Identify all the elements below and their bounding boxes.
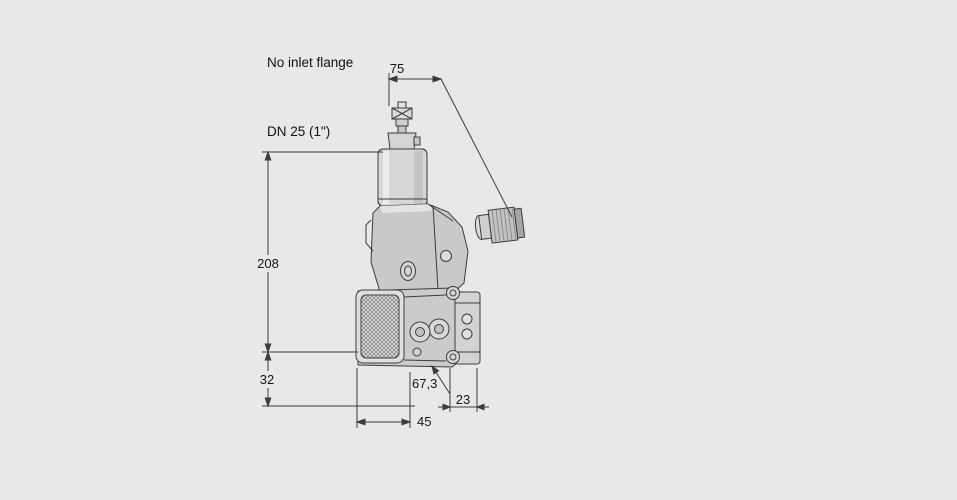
dim-45-lines	[355, 368, 412, 428]
housing-boss	[400, 261, 416, 281]
dim-67-3-lines	[431, 364, 451, 395]
knob-knurling	[491, 208, 517, 242]
inlet-flange-face	[355, 289, 405, 364]
label-mask-32	[255, 371, 281, 388]
annotation-line-1: No inlet flange	[267, 55, 354, 70]
dimension-lines	[262, 73, 513, 428]
dimension-labels: 75 208 32 67,3 23 45	[252, 61, 470, 429]
dim-label-75: 75	[390, 61, 404, 76]
flange-bolt-hole	[461, 313, 473, 325]
dim-23-lines	[438, 368, 489, 412]
dim-label-32: 32	[260, 372, 274, 387]
dim-label-23: 23	[456, 392, 470, 407]
hinge-circle-top	[446, 286, 460, 300]
actuator-housing	[365, 203, 469, 293]
label-mask-208	[252, 255, 284, 272]
flange-bolt-hole	[461, 328, 473, 340]
annotation-line-2: DN 25 (1")	[267, 124, 331, 139]
outlet-flange	[454, 291, 481, 365]
annotation-block: No inlet flange DN 25 (1")	[267, 5, 353, 189]
solenoid-body	[377, 148, 428, 207]
valve-outline	[355, 101, 526, 368]
inlet-screen-mesh	[360, 294, 400, 359]
dim-75-lines	[387, 73, 513, 218]
dim-label-208: 208	[257, 256, 279, 271]
dim-label-45: 45	[417, 414, 431, 429]
electrical-connector	[387, 101, 421, 150]
housing-port-circle	[440, 250, 452, 262]
hinge-circle-bottom	[446, 350, 460, 364]
adjustment-knob	[474, 206, 526, 244]
small-port	[412, 347, 422, 357]
dim-label-67-3: 67,3	[412, 376, 437, 391]
dim-208-32-lines	[262, 150, 415, 408]
